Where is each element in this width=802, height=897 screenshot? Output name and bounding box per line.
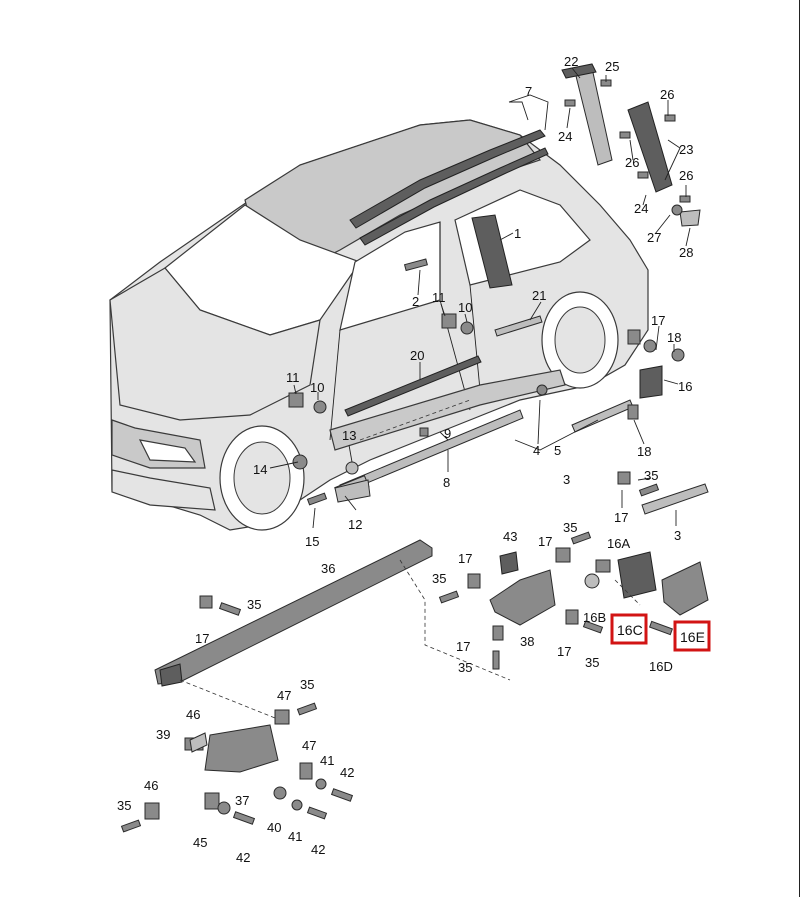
callout-15: 15 [305,534,319,549]
callout-36: 36 [321,561,335,576]
callout-9: 9 [444,426,451,441]
callout-16b: 16B [583,610,606,625]
callout-43: 43 [503,529,517,544]
callout-10a: 10 [458,300,472,315]
callout-42b: 42 [236,850,250,865]
callout-26c: 26 [679,168,693,183]
highlight-16c: 16C [610,613,648,645]
callout-35f: 35 [585,655,599,670]
callout-17a: 17 [651,313,665,328]
pillar-trim-22 [561,63,613,166]
callout-22: 22 [564,54,578,69]
callout-13: 13 [342,428,356,443]
callout-labels: 1 2 3 3 4 5 7 8 9 10 10 11 11 12 13 14 1… [117,54,693,865]
callout-23: 23 [679,142,693,157]
callout-17g: 17 [195,631,209,646]
callout-27: 27 [647,230,661,245]
side-sill-36 [154,539,511,721]
callout-11b: 11 [286,370,300,385]
lower-left-fasteners [120,595,354,833]
callout-47a: 47 [277,688,291,703]
callout-42a: 42 [340,765,354,780]
callout-18b: 18 [637,444,651,459]
callout-20: 20 [410,348,424,363]
callout-25: 25 [605,59,619,74]
callout-39: 39 [156,727,170,742]
callout-17c: 17 [458,551,472,566]
rear-wheel [541,291,619,389]
callout-35c: 35 [432,571,446,586]
callout-24a: 24 [558,129,572,144]
callout-26b: 26 [625,155,639,170]
callout-16c: 16C [617,622,643,638]
callout-11a: 11 [432,290,446,305]
callout-1: 1 [514,226,521,241]
front-wheel [219,425,305,531]
callout-38: 38 [520,634,534,649]
callout-18a: 18 [667,330,681,345]
callout-3a: 3 [563,472,570,487]
callout-14: 14 [253,462,267,477]
highlight-16e: 16E [673,620,711,652]
lower-middle-fasteners [438,531,604,670]
rear-guard-cluster-16 [584,551,709,636]
trim-clip-28 [679,209,701,227]
fasteners [288,79,709,515]
callout-16: 16 [678,379,692,394]
callout-10b: 10 [310,380,324,395]
callout-16e: 16E [680,629,705,645]
callout-35b: 35 [563,520,577,535]
callout-35g: 35 [300,677,314,692]
callout-35a: 35 [644,468,658,483]
callout-41b: 41 [288,829,302,844]
roof-trim-strips [349,129,549,246]
callout-37: 37 [235,793,249,808]
callout-17f: 17 [557,644,571,659]
callout-8: 8 [443,475,450,490]
callout-2: 2 [412,294,419,309]
callout-16a: 16A [607,536,630,551]
callout-7: 7 [525,84,532,99]
callout-26a: 26 [660,87,674,102]
callout-12: 12 [348,517,362,532]
page-edge-line [799,0,800,897]
callout-3b: 3 [674,528,681,543]
callout-17b: 17 [614,510,628,525]
callout-4: 4 [533,443,540,458]
callout-46a: 46 [186,707,200,722]
callout-16d: 16D [649,659,673,674]
leader-lines [269,67,691,529]
callout-28: 28 [679,245,693,260]
callout-45: 45 [193,835,207,850]
callout-40: 40 [267,820,281,835]
pillar-trim-23 [627,101,673,193]
callout-5: 5 [554,443,561,458]
callout-46b: 46 [144,778,158,793]
callout-21: 21 [532,288,546,303]
callout-24b: 24 [634,201,648,216]
callout-41a: 41 [320,753,334,768]
callout-17e: 17 [456,639,470,654]
callout-35e: 35 [458,660,472,675]
callout-35d: 35 [247,597,261,612]
callout-47b: 47 [302,738,316,753]
callout-17d: 17 [538,534,552,549]
callout-35h: 35 [117,798,131,813]
callout-42c: 42 [311,842,325,857]
